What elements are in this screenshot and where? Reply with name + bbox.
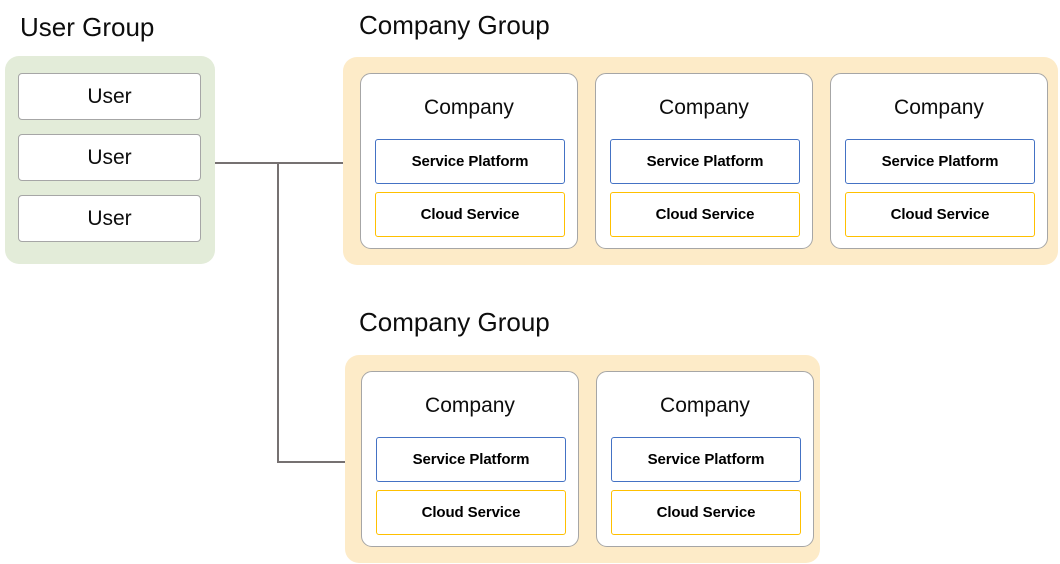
company-group-1-title: Company Group [359, 10, 550, 40]
company-card-title: Company [424, 96, 514, 119]
connector-vertical-trunk [277, 162, 279, 463]
company-card-title: Company [659, 96, 749, 119]
company-card-title: Company [660, 394, 750, 417]
company-card[interactable]: Company Service Platform Cloud Service [361, 371, 579, 547]
company-group-1-container[interactable]: Company Service Platform Cloud Service C… [343, 57, 1058, 265]
cloud-service-box[interactable]: Cloud Service [610, 192, 800, 237]
company-card-title: Company [425, 394, 515, 417]
connector-user-to-group-1 [215, 162, 345, 164]
cloud-service-box[interactable]: Cloud Service [845, 192, 1035, 237]
user-chip[interactable]: User [18, 73, 201, 120]
company-group-2-container[interactable]: Company Service Platform Cloud Service C… [345, 355, 820, 563]
company-card[interactable]: Company Service Platform Cloud Service [360, 73, 578, 249]
user-chip[interactable]: User [18, 134, 201, 181]
user-group-container[interactable]: User User User [5, 56, 215, 264]
cloud-service-box[interactable]: Cloud Service [611, 490, 801, 535]
connector-user-to-group-2 [277, 461, 348, 463]
user-chip[interactable]: User [18, 195, 201, 242]
cloud-service-box[interactable]: Cloud Service [375, 192, 565, 237]
user-group-title: User Group [20, 12, 155, 42]
company-card[interactable]: Company Service Platform Cloud Service [830, 73, 1048, 249]
service-platform-box[interactable]: Service Platform [375, 139, 565, 184]
company-card[interactable]: Company Service Platform Cloud Service [595, 73, 813, 249]
company-card[interactable]: Company Service Platform Cloud Service [596, 371, 814, 547]
service-platform-box[interactable]: Service Platform [610, 139, 800, 184]
service-platform-box[interactable]: Service Platform [845, 139, 1035, 184]
company-card-title: Company [894, 96, 984, 119]
company-group-2-title: Company Group [359, 307, 550, 337]
service-platform-box[interactable]: Service Platform [611, 437, 801, 482]
cloud-service-box[interactable]: Cloud Service [376, 490, 566, 535]
service-platform-box[interactable]: Service Platform [376, 437, 566, 482]
